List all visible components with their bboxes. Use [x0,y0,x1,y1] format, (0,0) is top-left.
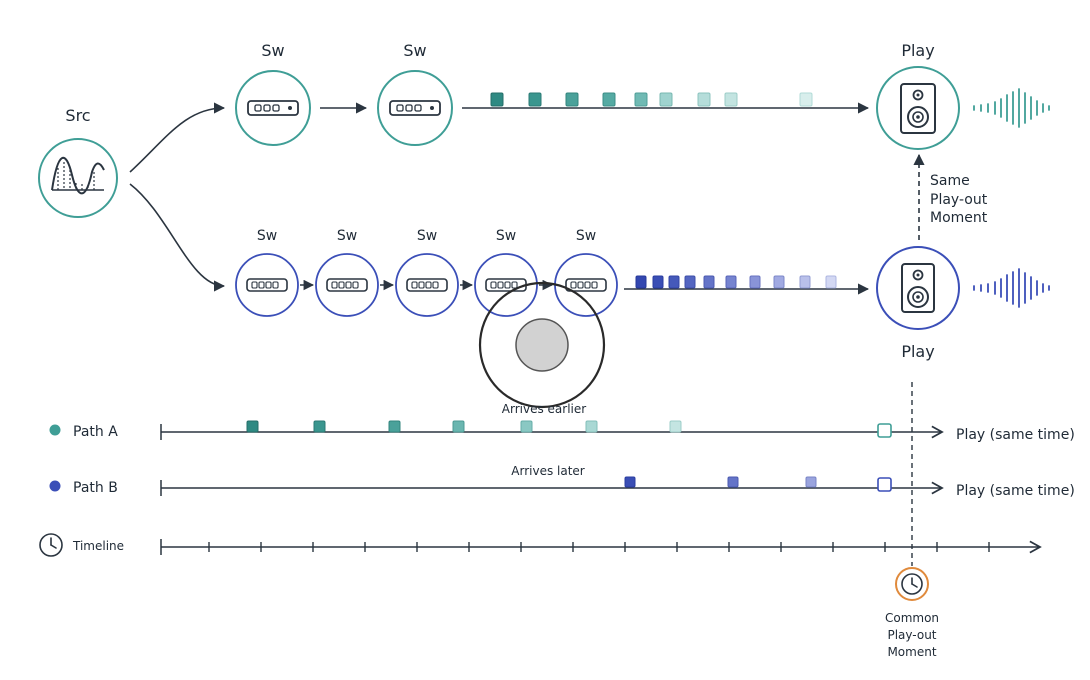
speaker-icon [901,263,935,313]
path-b-switch-1: Sw [235,228,299,317]
svg-text:Sw: Sw [496,228,516,244]
timeline-row-path-b: Path B Arrives later Play (same time) [49,464,1075,499]
packet [652,275,664,289]
packet [528,92,542,107]
path-b-player: Play [876,246,960,361]
svg-text:Sw: Sw [257,228,277,244]
path-b-annotation: Arrives later [511,464,585,478]
path-a-switch-1: Sw [235,41,311,146]
packet [697,92,711,107]
path-b-legend-dot [49,480,61,492]
svg-text:Common: Common [885,611,939,625]
path-b-switch-3: Sw [395,228,459,317]
packet [659,92,673,107]
packet [452,420,465,433]
packet [805,476,817,488]
packet [825,275,837,289]
packet [669,420,682,433]
path-a-legend-label: Path A [73,424,118,440]
packet [725,275,737,289]
packet [565,92,579,107]
packet [773,275,785,289]
clock-icon [39,533,63,557]
network-switch-icon [246,278,288,292]
svg-text:Same: Same [930,173,970,189]
packet [724,92,738,107]
svg-text:Moment: Moment [930,210,988,226]
packet [749,275,761,289]
packet [624,476,636,488]
network-switch-icon [565,278,607,292]
path-b-packets [635,275,837,289]
packet [799,92,813,107]
packet [684,275,696,289]
clock-icon [901,573,923,595]
packet [246,420,259,433]
network-switch-icon [406,278,448,292]
branch-to-path-b [129,183,226,292]
packet [602,92,616,107]
player-label: Play [901,41,934,60]
sync-note: Same Play-out Moment [930,173,988,226]
network-switch-icon [389,100,441,116]
path-a-packets [490,92,813,107]
svg-text:Sw: Sw [576,228,596,244]
path-a-annotation: Arrives earlier [502,402,586,416]
svg-text:Sw: Sw [417,228,437,244]
network-switch-icon [485,278,527,292]
svg-text:Play-out: Play-out [887,628,936,642]
packet [799,275,811,289]
source-node: Src [38,106,118,218]
packet [520,420,533,433]
path-a-sound-wave-icon [973,88,1050,128]
packet [635,275,647,289]
path-b-switch-2: Sw [315,228,379,317]
common-playout-marker: Common Play-out Moment [885,567,939,659]
branch-to-path-a [129,102,226,173]
packet [634,92,648,107]
packet [490,92,504,107]
packet [585,420,598,433]
packet [703,275,715,289]
path-b-legend-label: Path B [73,480,118,496]
playout-marker [877,477,892,492]
switch-label: Sw [403,41,426,60]
packet [727,476,739,488]
path-a-legend-dot [49,424,61,436]
path-b-switches: Sw Sw Sw [235,228,618,317]
path-a-end-label: Play (same time) [956,427,1075,443]
timeline-row-path-a: Path A Arrives earlier Play (same time) [49,402,1075,443]
speaker-icon [900,83,936,134]
packet [313,420,326,433]
path-a-switch-2: Sw [377,41,453,146]
timeline-label: Timeline [72,539,124,553]
path-b-end-label: Play (same time) [956,483,1075,499]
timeline-axis: Timeline [39,533,1042,557]
path-a-player: Play [876,41,960,150]
player-label: Play [901,342,934,361]
path-b-sound-wave-icon [973,268,1050,308]
packet [668,275,680,289]
playout-marker [877,423,892,438]
path-b-switch-4: Sw [474,228,538,317]
svg-text:Play-out: Play-out [930,192,988,208]
svg-text:Moment: Moment [887,645,936,659]
switch-label: Sw [261,41,284,60]
network-switch-icon [247,100,299,116]
source-label: Src [65,106,90,125]
touch-indicator-icon [478,281,606,409]
network-switch-icon [326,278,368,292]
packet [388,420,401,433]
timeline-ticks [208,542,990,552]
waveform-sampled-icon [51,156,105,195]
svg-text:Sw: Sw [337,228,357,244]
path-b-switch-5: Sw [554,228,618,317]
